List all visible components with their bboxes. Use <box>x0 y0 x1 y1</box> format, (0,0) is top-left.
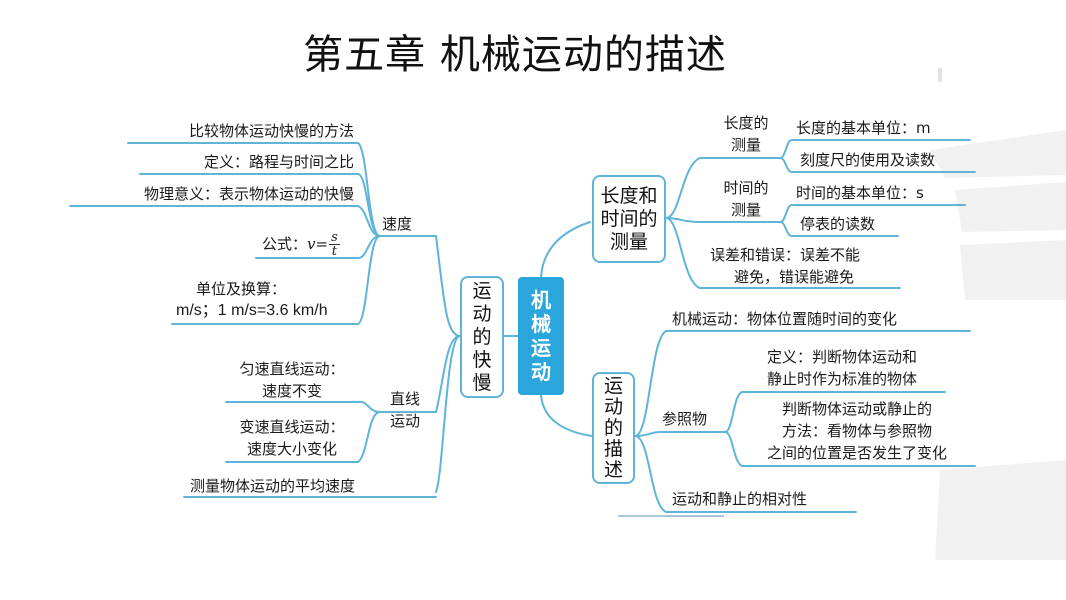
reference-object-label: 参照物 <box>662 410 708 428</box>
speed-unit-title: 单位及换算： <box>195 280 286 298</box>
formula-prefix: 公式： <box>262 235 308 253</box>
branch-char: 快 <box>472 348 492 371</box>
speed-physical-meaning: 物理意义：表示物体运动的快慢 <box>143 185 354 203</box>
formula-denominator: t <box>331 244 338 259</box>
formula-lhs: v= <box>307 235 329 253</box>
branch-char: 述 <box>603 458 623 481</box>
reference-method-line-1: 判断物体运动或静止的 <box>781 400 932 418</box>
page-title: 第五章 机械运动的描述 <box>303 32 727 78</box>
reference-method: 判断物体运动或静止的 方法：看物体与参照物 之间的位置是否发生了变化 <box>738 398 976 464</box>
branch-char: 运 <box>603 374 623 397</box>
branch-char: 动 <box>603 395 623 418</box>
speed-unit-conversion: m/s；1 m/s=3.6 km/h <box>176 302 328 319</box>
time-label-2: 测量 <box>730 201 761 219</box>
reference-def-line-2: 静止时作为标准的物体 <box>766 370 917 388</box>
center-node-mechanical-motion: 机 械 运 动 <box>518 277 564 395</box>
reference-def-line-1: 定义：判断物体运动和 <box>766 348 917 366</box>
stopwatch-reading: 停表的读数 <box>800 215 876 233</box>
branch-char: 的 <box>472 325 492 348</box>
center-char: 械 <box>531 312 551 336</box>
relativity-of-motion: 运动和静止的相对性 <box>672 490 808 508</box>
branch-char: 描 <box>603 437 623 460</box>
reference-definition: 定义：判断物体运动和 静止时作为标准的物体 <box>742 346 942 390</box>
length-base-unit: 长度的基本单位：m <box>796 119 931 137</box>
center-char: 动 <box>531 360 551 384</box>
branch-char: 动 <box>472 302 492 325</box>
length-measurement-label: 长度的 测量 <box>712 112 780 156</box>
speed-label: 速度 <box>382 215 413 233</box>
uniform-motion: 匀速直线运动： 速度不变 <box>226 358 358 402</box>
reference-method-line-2: 方法：看物体与参照物 <box>781 422 932 440</box>
variable-motion: 变速直线运动： 速度大小变化 <box>226 416 358 460</box>
formula-numerator: s <box>329 230 340 245</box>
time-label-1: 时间的 <box>723 179 769 197</box>
uniform-motion-line-1: 匀速直线运动： <box>239 360 345 378</box>
variable-motion-line-2: 速度大小变化 <box>246 440 337 458</box>
time-measurement-label: 时间的 测量 <box>712 177 780 221</box>
uniform-motion-line-2: 速度不变 <box>261 382 322 400</box>
straight-line-label: 直线 运动 <box>380 388 430 432</box>
error-line-2: 避免，错误能避免 <box>734 268 855 286</box>
branch-char: 运 <box>472 279 492 302</box>
straight-line-label-1: 直线 <box>389 390 420 408</box>
branch-char: 慢 <box>472 371 492 394</box>
branch-length-time-measurement: 长度和 时间的 测量 <box>592 175 666 263</box>
branch-line: 时间的 <box>600 207 658 230</box>
speed-compare-method: 比较物体运动快慢的方法 <box>188 122 354 140</box>
center-char: 运 <box>531 336 551 360</box>
length-label-2: 测量 <box>730 136 761 154</box>
branch-line: 长度和 <box>600 184 658 207</box>
branch-motion-description: 运 动 的 描 述 <box>592 372 635 484</box>
center-char: 机 <box>531 288 551 312</box>
speed-definition: 定义：路程与时间之比 <box>203 153 354 171</box>
average-speed-measurement: 测量物体运动的平均速度 <box>190 477 356 495</box>
length-label-1: 长度的 <box>723 114 769 132</box>
variable-motion-line-1: 变速直线运动： <box>239 418 345 436</box>
straight-line-label-2: 运动 <box>389 412 420 430</box>
mechanical-motion-definition: 机械运动：物体位置随时间的变化 <box>672 310 898 328</box>
branch-char: 的 <box>603 416 623 439</box>
time-base-unit: 时间的基本单位：s <box>796 184 924 202</box>
error-line-1: 误差和错误：误差不能 <box>710 246 861 264</box>
branch-line: 测量 <box>609 230 648 253</box>
reference-method-line-3: 之间的位置是否发生了变化 <box>766 444 947 462</box>
ruler-usage: 刻度尺的使用及读数 <box>800 151 936 169</box>
error-and-mistake: 误差和错误：误差不能 避免，错误能避免 <box>710 244 860 288</box>
branch-speed-of-motion: 运 动 的 快 慢 <box>460 276 504 398</box>
